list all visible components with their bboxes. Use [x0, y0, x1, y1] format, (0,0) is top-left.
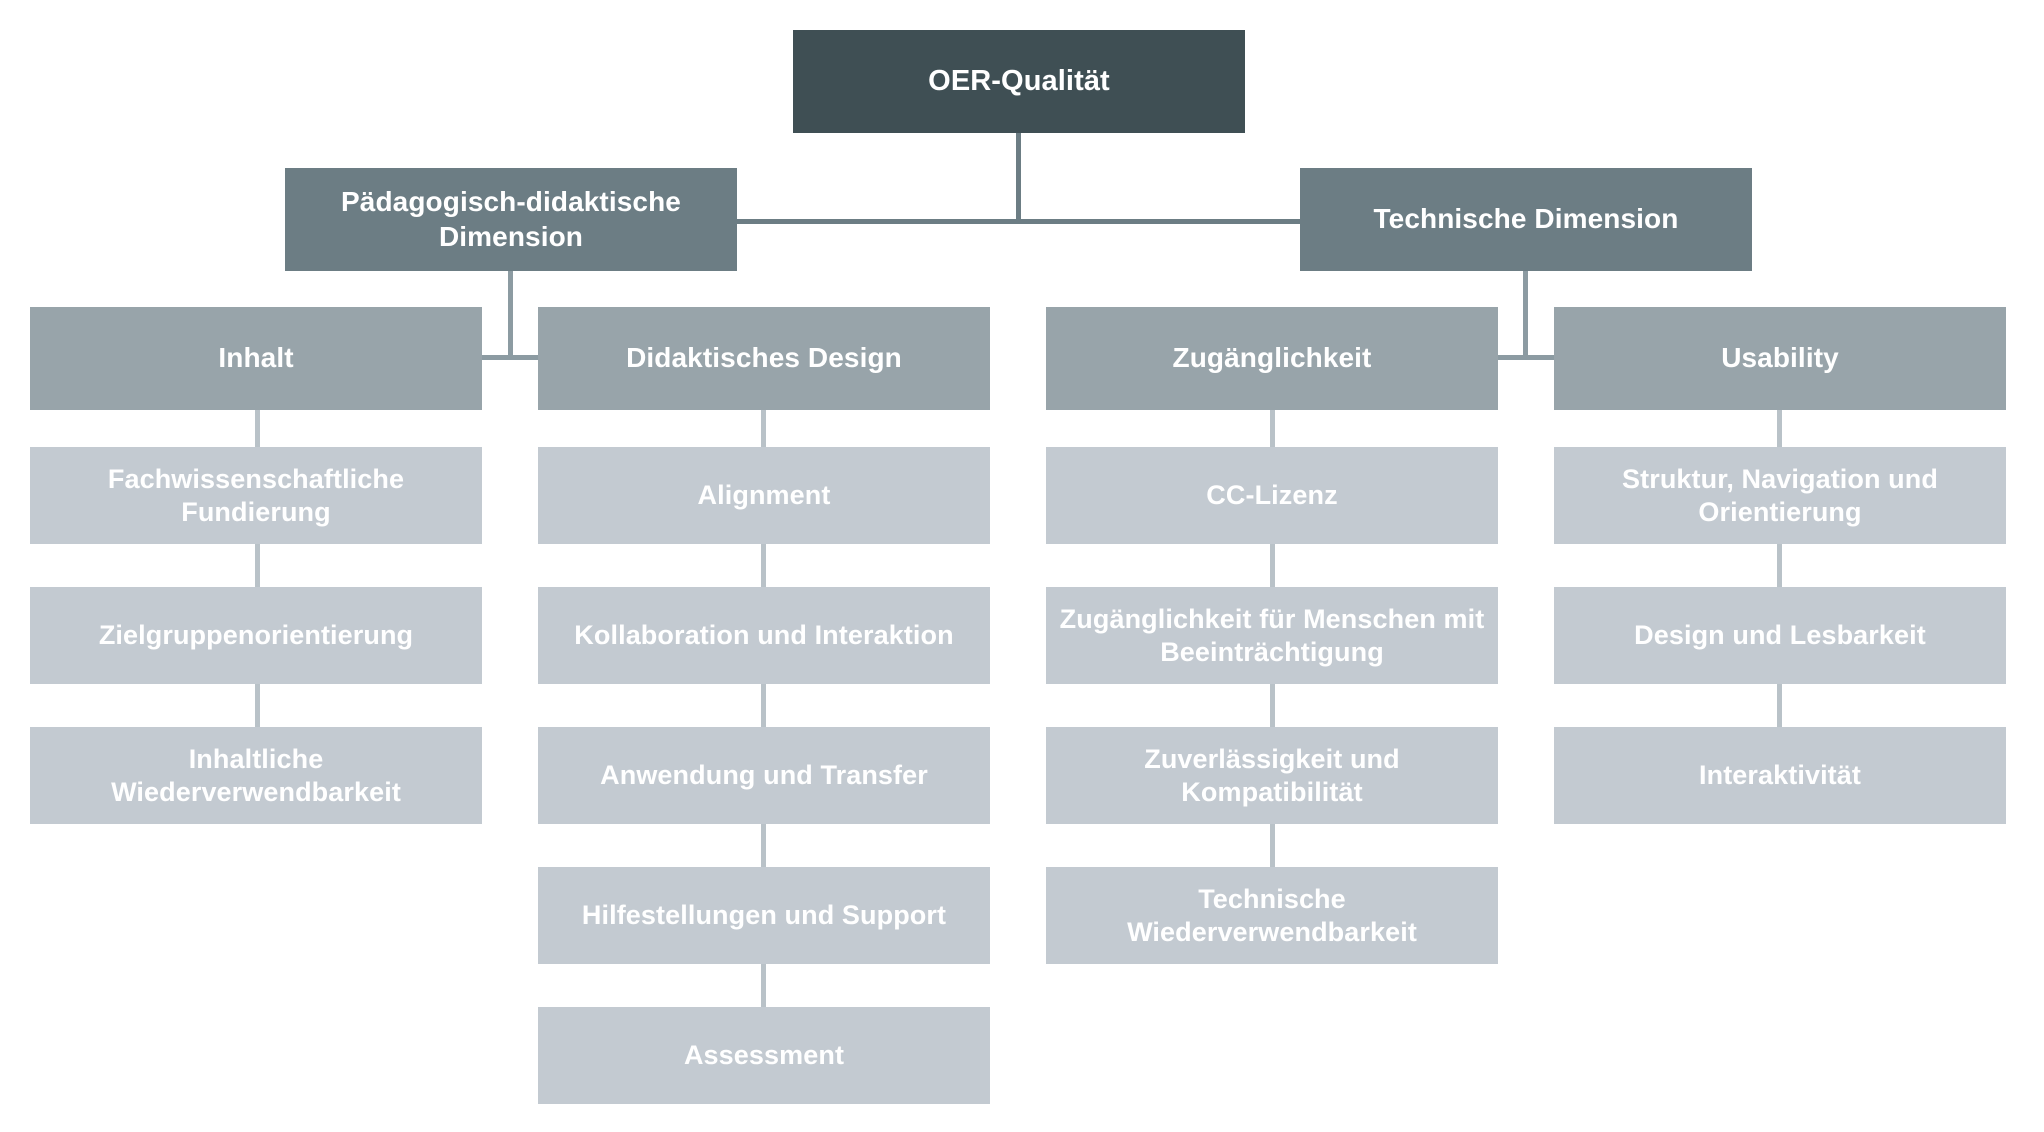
node-root-oer-qualitaet[interactable]: OER-Qualität	[793, 30, 1245, 133]
node-label: Hilfestellungen und Support	[581, 900, 947, 931]
node-label: Struktur, Navigation und Orientierung	[1622, 463, 1938, 527]
connector-paedagogisch-bus	[256, 355, 766, 360]
node-leaf-anwendung-und-transfer[interactable]: Anwendung und Transfer	[538, 727, 990, 824]
node-label: Design und Lesbarkeit	[1634, 620, 1926, 651]
node-label: Fachwissenschaftliche Fundierung	[107, 463, 405, 527]
node-leaf-zuverlaessigkeit-und-kompatibilitaet[interactable]: Zuverlässigkeit und Kompatibilität	[1046, 727, 1498, 824]
node-label: Technische Wiederverwendbarkeit	[1127, 883, 1417, 947]
node-leaf-kollaboration-und-interaktion[interactable]: Kollaboration und Interaktion	[538, 587, 990, 684]
node-dimension-paedagogisch[interactable]: Pädagogisch-didaktische Dimension	[285, 168, 737, 271]
node-label: Zugänglichkeit für Menschen mit Beeinträ…	[1059, 603, 1485, 667]
node-label: Usability	[1721, 342, 1839, 374]
node-leaf-zugaenglichkeit-fuer-menschen-mit-beeintraechtigung[interactable]: Zugänglichkeit für Menschen mit Beeinträ…	[1046, 587, 1498, 684]
node-label: Kollaboration und Interaktion	[574, 620, 954, 651]
node-leaf-fachwissenschaftliche-fundierung[interactable]: Fachwissenschaftliche Fundierung	[30, 447, 482, 544]
node-label: OER-Qualität	[928, 64, 1110, 97]
node-leaf-zielgruppenorientierung[interactable]: Zielgruppenorientierung	[30, 587, 482, 684]
connector-paedagogisch-vertical	[508, 271, 513, 359]
node-label: Pädagogisch-didaktische Dimension	[341, 186, 681, 252]
node-leaf-cc-lizenz[interactable]: CC-Lizenz	[1046, 447, 1498, 544]
node-label: Zugänglichkeit	[1172, 342, 1372, 374]
node-label: Interaktivität	[1699, 760, 1861, 791]
node-dimension-technisch[interactable]: Technische Dimension	[1300, 168, 1752, 271]
node-label: Zielgruppenorientierung	[98, 620, 414, 651]
connector-dimension-bus	[737, 219, 1300, 224]
node-leaf-inhaltliche-wiederverwendbarkeit[interactable]: Inhaltliche Wiederverwendbarkeit	[30, 727, 482, 824]
node-label: Assessment	[683, 1040, 845, 1071]
connector-technisch-bus	[1271, 355, 1781, 360]
node-label: Anwendung und Transfer	[600, 760, 928, 791]
connector-root-vertical	[1016, 133, 1021, 222]
node-label: Technische Dimension	[1373, 203, 1679, 235]
node-label: CC-Lizenz	[1206, 480, 1338, 511]
node-leaf-design-und-lesbarkeit[interactable]: Design und Lesbarkeit	[1554, 587, 2006, 684]
node-category-usability[interactable]: Usability	[1554, 307, 2006, 410]
node-category-inhalt[interactable]: Inhalt	[30, 307, 482, 410]
node-leaf-assessment[interactable]: Assessment	[538, 1007, 990, 1104]
node-leaf-hilfestellungen-und-support[interactable]: Hilfestellungen und Support	[538, 867, 990, 964]
node-label: Zuverlässigkeit und Kompatibilität	[1144, 743, 1400, 807]
node-leaf-technische-wiederverwendbarkeit[interactable]: Technische Wiederverwendbarkeit	[1046, 867, 1498, 964]
node-label: Inhalt	[218, 342, 294, 374]
connector-technisch-vertical	[1523, 271, 1528, 359]
node-leaf-alignment[interactable]: Alignment	[538, 447, 990, 544]
node-label: Inhaltliche Wiederverwendbarkeit	[111, 743, 401, 807]
node-label: Didaktisches Design	[626, 342, 902, 374]
node-label: Alignment	[697, 480, 831, 511]
node-leaf-interaktivitaet[interactable]: Interaktivität	[1554, 727, 2006, 824]
node-category-didaktisches-design[interactable]: Didaktisches Design	[538, 307, 990, 410]
node-category-zugaenglichkeit[interactable]: Zugänglichkeit	[1046, 307, 1498, 410]
node-leaf-struktur-navigation-und-orientierung[interactable]: Struktur, Navigation und Orientierung	[1554, 447, 2006, 544]
